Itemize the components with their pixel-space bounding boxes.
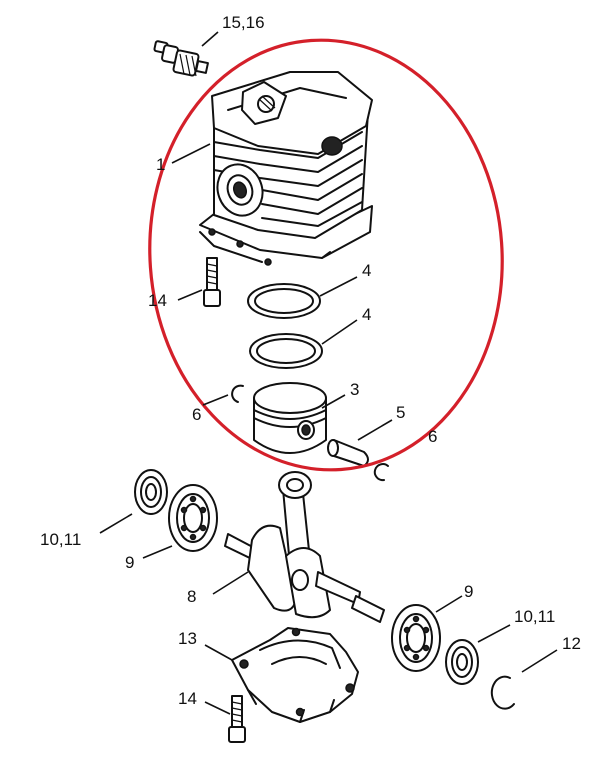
crankcase-screw [228, 695, 246, 743]
bearing-left [168, 484, 218, 552]
seal-right [445, 639, 479, 685]
label-circlip-right: 6 [428, 427, 437, 446]
piston-pin [327, 439, 369, 467]
cylinder [199, 71, 373, 266]
piston-ring-upper [247, 283, 321, 319]
piston [253, 382, 327, 454]
label-cylinder: 1 [156, 155, 165, 174]
label-snap-ring: 12 [562, 634, 581, 653]
label-crankcase: 13 [178, 629, 197, 648]
label-circlip-left: 6 [192, 405, 201, 424]
label-bearing-right: 9 [464, 582, 473, 601]
leader-lines [99, 31, 558, 715]
label-seal-left: 10,11 [40, 530, 81, 549]
label-crankcase-screw: 14 [178, 689, 197, 708]
crankcase [231, 627, 359, 723]
snap-ring [490, 675, 515, 710]
label-crankshaft: 8 [187, 587, 196, 606]
piston-ring-lower [249, 333, 323, 369]
label-seal-right: 10,11 [514, 607, 555, 626]
spark-plug [153, 40, 209, 77]
label-bearing-left: 9 [125, 553, 134, 572]
callout-labels: 15,16 1 14 4 4 3 6 5 6 10,11 9 8 9 10,11… [40, 13, 581, 708]
cylinder-screw [203, 257, 221, 307]
label-spark-plug: 15,16 [222, 13, 265, 32]
circlip-left [231, 384, 244, 403]
label-ring-lower: 4 [362, 305, 371, 324]
label-ring-upper: 4 [362, 261, 371, 280]
circlip-right [373, 463, 389, 482]
label-piston: 3 [350, 380, 359, 399]
highlight-ellipse [148, 38, 504, 472]
label-piston-pin: 5 [396, 403, 405, 422]
label-cylinder-screw: 14 [148, 291, 167, 310]
bearing-right [391, 604, 441, 672]
seal-left [134, 469, 168, 515]
crankshaft [224, 471, 385, 623]
